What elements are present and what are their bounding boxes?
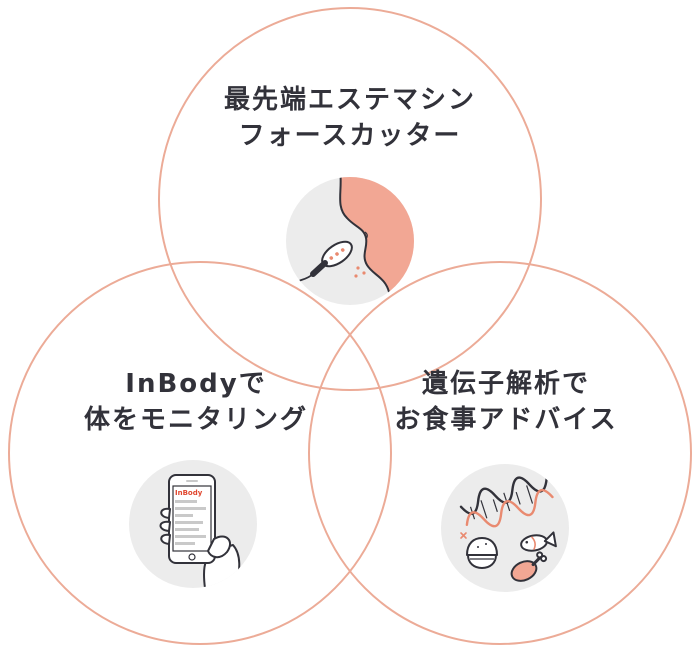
phone-screen <box>172 485 212 552</box>
finger-3 <box>160 533 171 545</box>
belly-shape <box>339 177 414 305</box>
machine-handle <box>310 260 328 277</box>
esthetic-machine-on-belly-icon <box>285 176 415 306</box>
gene-analysis-title-line1: 遺伝子解析で <box>421 369 590 399</box>
fish <box>520 531 557 552</box>
circle-gene-analysis <box>308 261 692 645</box>
massage-head <box>321 240 353 268</box>
gene-analysis-title-line2: お食事アドバイス <box>394 405 618 435</box>
rice-bowl <box>466 537 498 569</box>
force-cutter-title: 最先端エステマシン フォースカッター <box>150 82 550 154</box>
inbody-title: InBodyで 体をモニタリング <box>20 366 372 438</box>
finger-1 <box>160 507 171 519</box>
inbody-title-line2: 体をモニタリング <box>83 405 308 435</box>
force-cutter-title-line2: フォースカッター <box>238 121 462 151</box>
gene-analysis-title: 遺伝子解析で お食事アドバイス <box>330 366 682 438</box>
inbody-title-line1: InBodyで <box>125 369 267 399</box>
phone-app-logo: InBody <box>175 489 203 497</box>
esthetic-machine-svg <box>286 177 414 305</box>
dna-foods-svg <box>441 464 569 592</box>
phone-home-button <box>188 553 196 561</box>
hand-holding-smartphone-icon: InBody <box>128 459 258 589</box>
dna-and-foods-icon <box>440 463 570 593</box>
smartphone-svg: InBody <box>129 460 257 588</box>
sparkle <box>460 532 467 539</box>
thumb <box>207 535 232 559</box>
dna-helix <box>459 476 554 528</box>
finger-2 <box>159 520 171 532</box>
meat-drumstick <box>510 551 548 582</box>
force-cutter-title-line1: 最先端エステマシン <box>223 85 476 115</box>
